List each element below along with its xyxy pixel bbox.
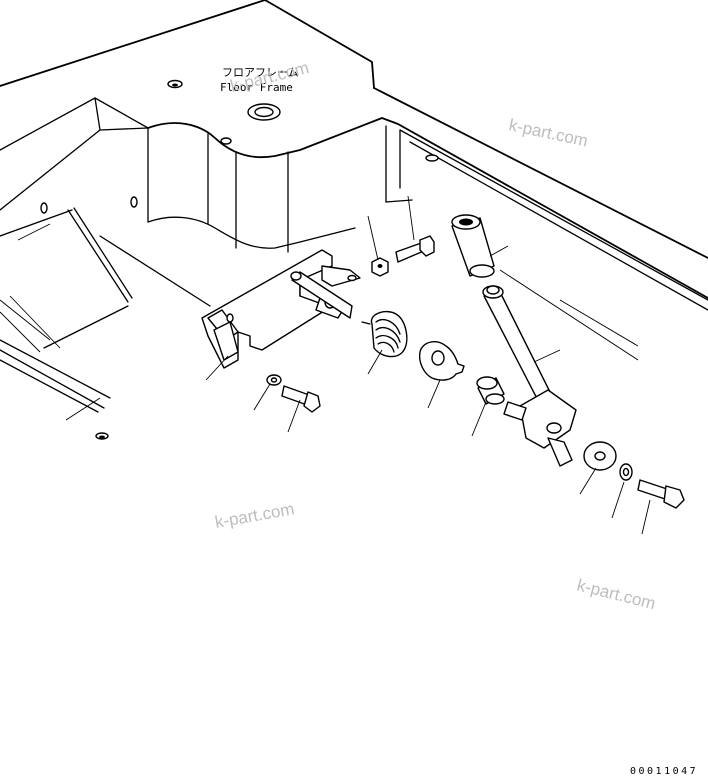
pin <box>290 271 353 319</box>
floor-frame-label: フロアフレーム Floor Frame <box>220 66 299 94</box>
floor-frame <box>0 0 708 440</box>
nut-and-bolt-upper <box>371 235 435 277</box>
small-washer <box>619 463 633 481</box>
bolt-lower <box>637 479 685 509</box>
watermark: k-part.com <box>213 499 295 532</box>
frame-label-japanese: フロアフレーム <box>222 66 299 79</box>
watermark: k-part.com <box>575 575 658 613</box>
sleeve <box>451 214 495 278</box>
lever <box>482 285 577 467</box>
lock-plate <box>418 341 465 381</box>
watermark: k-part.com <box>507 115 589 150</box>
large-washer <box>583 441 617 471</box>
bushing <box>476 376 505 405</box>
figure-code: 00011047 <box>630 766 698 777</box>
frame-label-english: Floor Frame <box>220 81 293 94</box>
spring <box>361 310 408 358</box>
washer-and-bolt-left <box>266 374 321 413</box>
leader-lines <box>17 195 651 535</box>
